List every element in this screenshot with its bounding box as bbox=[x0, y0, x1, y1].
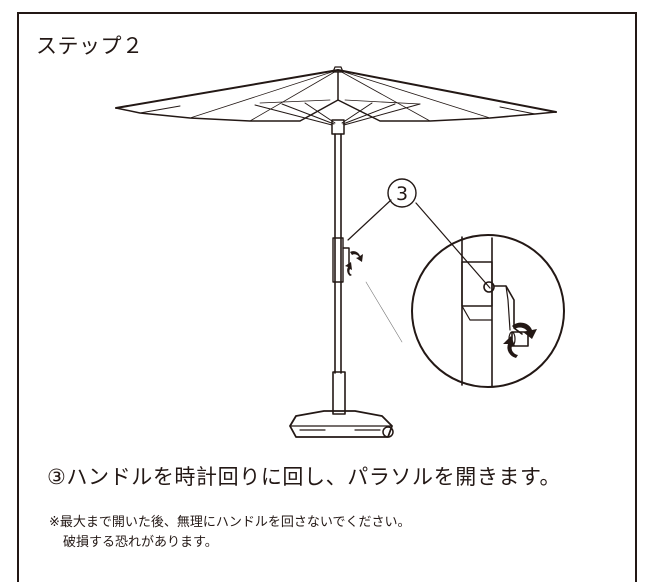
instruction-text: ③ハンドルを時計回りに回し、パラソルを開きます。 bbox=[47, 465, 562, 489]
step-title: ステップ２ bbox=[36, 34, 144, 58]
crank-handle-icon bbox=[483, 281, 495, 293]
caution-line-1: ※最大まで開いた後、無理にハンドルを回さないでください。 bbox=[49, 515, 411, 530]
detail-zoom bbox=[411, 234, 565, 388]
canopy bbox=[115, 66, 557, 126]
rotate-arrows-icon bbox=[345, 251, 537, 358]
callout-number: 3 bbox=[396, 183, 408, 205]
pole bbox=[332, 133, 346, 415]
caution-line-2: 破損する恐れがあります。 bbox=[63, 535, 218, 550]
step-frame bbox=[17, 12, 637, 582]
umbrella-illustration-icon: 3 bbox=[115, 66, 565, 438]
caution-note: ※最大まで開いた後、無理にハンドルを回さないでください。 破損する恐れがあります… bbox=[49, 513, 411, 553]
callout-circle bbox=[387, 178, 417, 208]
hub bbox=[331, 119, 345, 135]
weighted-base bbox=[289, 410, 394, 438]
